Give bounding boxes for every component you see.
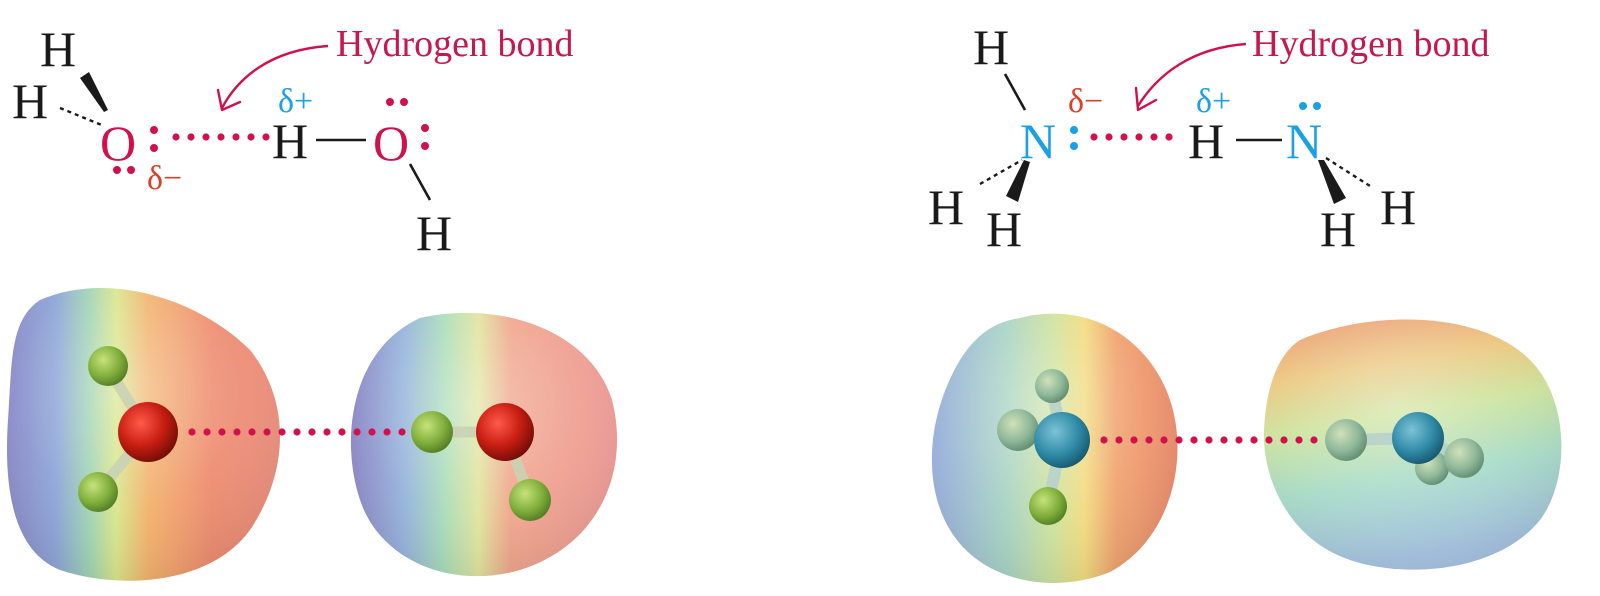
hydrogen-ball [509, 479, 551, 521]
nitrogen-ball [1034, 412, 1090, 468]
ammonia-h-left: H [928, 179, 964, 235]
water-oxygen-1: O [100, 115, 136, 171]
dashed-bond [59, 106, 105, 128]
ammonia-h-bottom-2: H [1320, 201, 1356, 257]
water-oxygen-2: O [373, 115, 409, 171]
water-delta-minus: δ− [147, 160, 182, 197]
lone-pair-dots [113, 126, 158, 174]
water-h-left: H [12, 73, 48, 129]
dashed-bond [979, 158, 1023, 186]
nitrogen-ball [1392, 412, 1444, 464]
wedge-bond [80, 72, 108, 112]
hydrogen-bond-dots [188, 428, 406, 436]
lone-pair-dots [386, 98, 429, 150]
hydrogen-ball [1035, 369, 1069, 403]
water-potential-map [6, 288, 618, 581]
ammonia-hydrogen-bond-label: Hydrogen bond [1252, 23, 1489, 65]
callout-arrow [1136, 42, 1247, 107]
dashed-bond [1325, 156, 1371, 188]
ammonia-h-top: H [973, 19, 1009, 75]
ammonia-h-donor: H [1188, 113, 1224, 169]
single-bond [1003, 73, 1027, 111]
ammonia-delta-plus: δ+ [1196, 83, 1231, 120]
hydrogen-ball [88, 346, 128, 386]
wedge-bond [1318, 160, 1346, 204]
wedge-bond [1006, 160, 1030, 202]
hydrogen-bond-dots [172, 133, 270, 141]
water-delta-plus: δ+ [278, 83, 313, 120]
lone-pair-dots [1070, 126, 1078, 150]
ammonia-h-right: H [1380, 179, 1416, 235]
hydrogen-ball [78, 472, 118, 512]
ammonia-nitrogen-1: N [1020, 113, 1056, 169]
ammonia-nitrogen-2: N [1286, 113, 1322, 169]
arrowhead [1134, 86, 1158, 112]
hydrogen-ball [1029, 487, 1067, 525]
arrowhead [216, 88, 242, 112]
single-bond [408, 163, 432, 201]
water-hydrogen-bond-label: Hydrogen bond [336, 23, 573, 65]
oxygen-ball [118, 402, 178, 462]
hydrogen-ball [411, 411, 453, 453]
ammonia-dimer-structure: H N δ− H H δ+ H N H H [928, 19, 1489, 257]
hydrogen-ball [1325, 419, 1367, 461]
water-h-bottom: H [416, 205, 452, 261]
hydrogen-ball [1444, 438, 1484, 478]
water-h-donor: H [272, 113, 308, 169]
callout-arrow [220, 44, 329, 109]
water-dimer-structure: H H O δ− δ+ H O H [12, 21, 573, 261]
hydrogen-bond-dots [1100, 436, 1318, 444]
ammonia-potential-map [931, 313, 1562, 583]
oxygen-ball [476, 403, 534, 461]
hydrogen-ball [997, 409, 1039, 451]
water-h-top: H [40, 21, 76, 77]
lone-pair-dots [1299, 102, 1321, 110]
hydrogen-bond-dots [1090, 133, 1173, 141]
ammonia-h-bottom: H [986, 201, 1022, 257]
ammonia-delta-minus: δ− [1068, 83, 1103, 120]
